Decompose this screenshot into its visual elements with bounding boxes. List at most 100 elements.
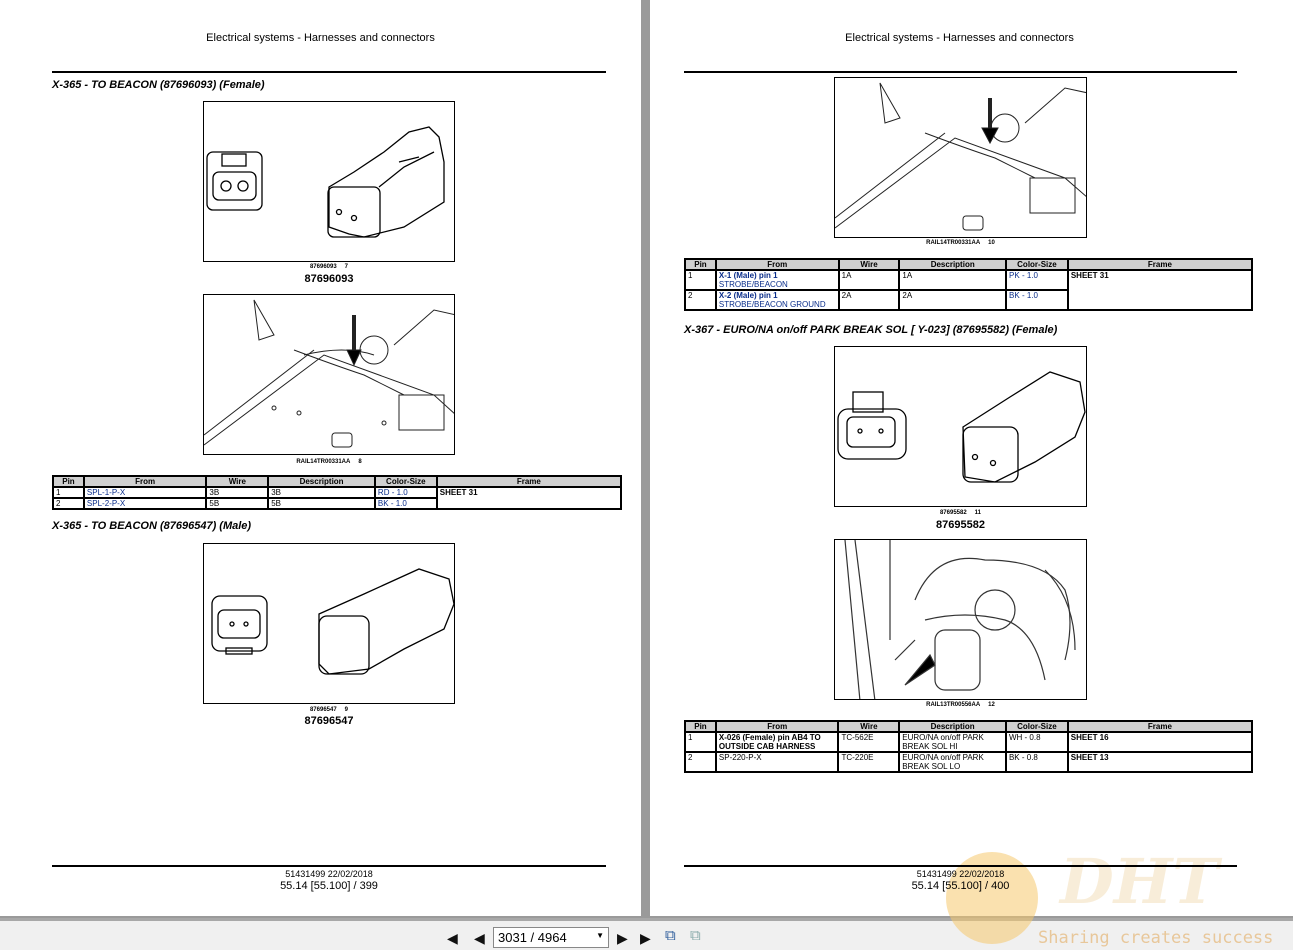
- watermark-slogan: Sharing creates success: [1038, 928, 1274, 948]
- figure-number: 7: [344, 264, 349, 270]
- figure-code: 87696093 7: [203, 264, 455, 270]
- table-cell: 3B: [267, 486, 376, 499]
- column-header: Wire: [205, 475, 270, 488]
- page-mode-icon[interactable]: ⧉: [665, 927, 676, 944]
- figure-code-text: RAIL14TR00331AA: [296, 459, 351, 465]
- table-cell: WH - 0.8: [1004, 731, 1069, 753]
- table-cell: 2A: [898, 289, 1008, 311]
- column-header: Pin: [684, 720, 717, 733]
- last-page-icon[interactable]: ▶: [640, 930, 654, 946]
- table-cell: 5B: [205, 497, 270, 510]
- figure-number: 11: [974, 510, 982, 516]
- column-header: Description: [267, 475, 376, 488]
- column-header: Description: [898, 720, 1007, 733]
- table-cell: 2: [684, 289, 717, 311]
- page-mode-2-icon[interactable]: ⧉: [690, 927, 701, 944]
- table-cell: SHEET 13: [1066, 751, 1254, 773]
- column-header: Frame: [1066, 258, 1254, 271]
- pin-from-connector: X-1 (Male) pin 1: [718, 271, 778, 280]
- table-cell: TC-562E: [837, 731, 901, 753]
- table-cell: BK - 1.0: [373, 497, 438, 510]
- page-header: Electrical systems - Harnesses and conne…: [845, 32, 1074, 44]
- table-cell: 1: [52, 486, 85, 499]
- first-page-icon[interactable]: ◀: [447, 930, 461, 946]
- connector-drawing-87695582: [834, 346, 1087, 507]
- column-header: Frame: [1066, 720, 1254, 733]
- table-cell: SHEET 16: [1066, 731, 1254, 753]
- left-page: Electrical systems - Harnesses and conne…: [0, 0, 641, 916]
- viewer-toolbar: ◀ ◀ 3031 / 4964 ▼ ▶ ▶ ⧉ ⧉ Sharing creates…: [0, 918, 1293, 950]
- table-cell: 1A: [898, 269, 1008, 291]
- figure-code: RAIL13TR00556AA 12: [834, 702, 1087, 708]
- table-cell: TC-220E: [837, 751, 901, 773]
- column-header: From: [714, 720, 840, 733]
- figure-label: 87696547: [304, 715, 354, 727]
- footer-doc: 51431499 22/02/2018: [916, 869, 1005, 879]
- column-header: Color-Size: [1005, 258, 1069, 271]
- table-cell: SPL-1-P-X: [82, 486, 208, 499]
- next-page-icon[interactable]: ▶: [617, 930, 628, 946]
- column-header: Color-Size: [373, 475, 438, 488]
- table-cell: PK - 1.0: [1005, 269, 1069, 291]
- right-page: Electrical systems - Harnesses and conne…: [650, 0, 1293, 944]
- figure-label: 87695582: [936, 519, 985, 531]
- table-cell: BK - 0.8: [1004, 751, 1069, 773]
- prev-page-icon[interactable]: ◀: [474, 930, 485, 946]
- column-header: Description: [898, 258, 1008, 271]
- column-header: Wire: [837, 258, 901, 271]
- column-header: Pin: [52, 475, 85, 488]
- harness-photo-fig10: [834, 77, 1087, 238]
- dropdown-arrow-icon[interactable]: ▼: [596, 931, 604, 940]
- header-rule: [684, 71, 1237, 73]
- figure-label: 87696093: [304, 273, 354, 285]
- figure-code-text: RAIL13TR00556AA: [926, 702, 981, 708]
- footer-page: 55.14 [55.100] / 399: [280, 880, 378, 892]
- column-header: Pin: [684, 258, 717, 271]
- table-cell: X-026 (Female) pin AB4 TO OUTSIDE CAB HA…: [714, 731, 840, 753]
- section-title: X-365 - TO BEACON (87696093) (Female): [52, 79, 265, 91]
- column-header: From: [82, 475, 208, 488]
- pin-from-description: STROBE/BEACON: [718, 280, 788, 289]
- figure-code-text: 87695582: [939, 510, 967, 516]
- connector-drawing-87696547: [203, 543, 455, 704]
- page-number-value: 3031 / 4964: [498, 930, 567, 945]
- table-cell: SPL-2-P-X: [82, 497, 208, 510]
- column-header: Frame: [435, 475, 623, 488]
- figure-number: 9: [344, 707, 349, 713]
- column-header: Wire: [837, 720, 901, 733]
- table-cell: SHEET 31: [1066, 269, 1254, 311]
- footer-rule: [52, 865, 606, 867]
- header-rule: [52, 71, 606, 73]
- figure-number: 12: [988, 702, 995, 708]
- table-cell: SHEET 31: [435, 486, 623, 510]
- footer-rule: [684, 865, 1237, 867]
- harness-photo-fig8: [203, 294, 455, 455]
- table-cell: SP-220-P-X: [714, 751, 840, 773]
- pin-from-description: STROBE/BEACON GROUND: [718, 300, 826, 309]
- table-cell: 5B: [267, 497, 376, 510]
- connector-drawing-87696093: [203, 101, 455, 262]
- table-cell: EURO/NA on/off PARK BREAK SOL HI: [898, 731, 1007, 753]
- table-cell: 1: [684, 731, 717, 753]
- figure-code-text: 87696093: [309, 264, 337, 270]
- figure-code-text: RAIL14TR00331AA: [926, 240, 981, 246]
- section-title: X-367 - EURO/NA on/off PARK BREAK SOL [ …: [684, 324, 1058, 336]
- section-title: X-365 - TO BEACON (87696547) (Male): [52, 520, 252, 532]
- figure-code: 87695582 11: [834, 510, 1087, 516]
- page-number-select[interactable]: 3031 / 4964 ▼: [493, 927, 609, 948]
- harness-photo-fig12: [834, 539, 1087, 700]
- page-header: Electrical systems - Harnesses and conne…: [206, 32, 435, 44]
